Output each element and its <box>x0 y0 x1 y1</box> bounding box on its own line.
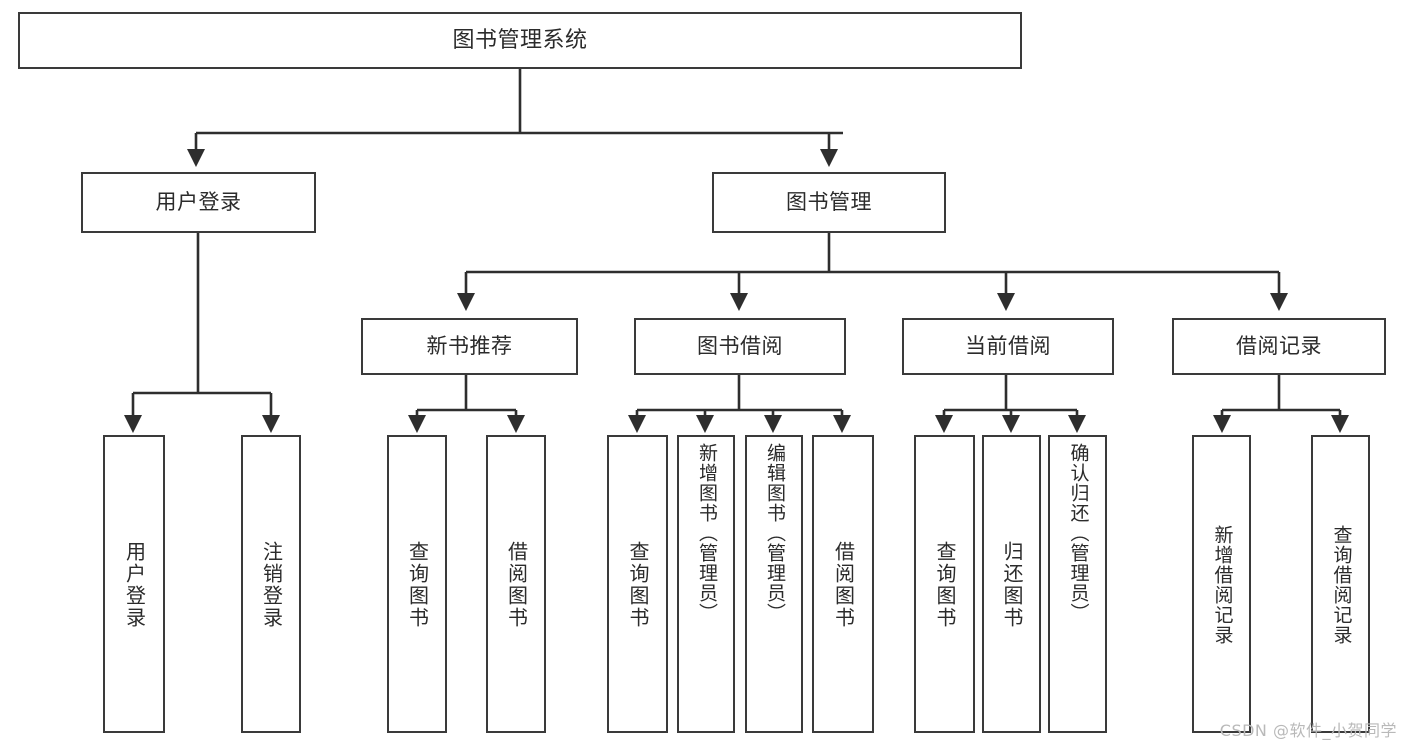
node-current-borrowing[interactable]: 当前借阅 <box>902 318 1114 375</box>
node-label: 编辑图书（管理员） <box>763 443 786 623</box>
node-label: 图书管理系统 <box>452 27 588 53</box>
node-book-borrowing[interactable]: 图书借阅 <box>634 318 846 375</box>
node-label: 查询图书 <box>405 541 430 629</box>
node-label: 注销登录 <box>259 541 284 629</box>
node-label: 用户登录 <box>155 190 242 215</box>
leaf-borrow-books[interactable]: 借阅图书 <box>812 435 874 733</box>
node-label: 借阅图书 <box>831 541 856 629</box>
node-label: 查询图书 <box>626 541 650 629</box>
node-label: 图书管理 <box>786 190 872 215</box>
leaf-return-books[interactable]: 归还图书 <box>982 435 1041 733</box>
watermark-text: CSDN @软件_小贺同学 <box>1219 721 1397 740</box>
node-label: 新增图书（管理员） <box>695 443 718 623</box>
node-label: 查询图书 <box>933 541 957 629</box>
node-borrowing-records[interactable]: 借阅记录 <box>1172 318 1386 375</box>
node-label: 归还图书 <box>1000 541 1024 629</box>
node-label: 新书推荐 <box>426 334 513 359</box>
node-label: 查询借阅记录 <box>1330 525 1353 645</box>
leaf-query-books-current[interactable]: 查询图书 <box>914 435 975 733</box>
leaf-user-login[interactable]: 用户登录 <box>103 435 165 733</box>
leaf-query-books-recommend[interactable]: 查询图书 <box>387 435 447 733</box>
node-label: 借阅图书 <box>504 541 529 629</box>
leaf-query-borrow-record[interactable]: 查询借阅记录 <box>1311 435 1370 733</box>
leaf-add-book-admin[interactable]: 新增图书（管理员） <box>677 435 735 733</box>
leaf-add-borrow-record[interactable]: 新增借阅记录 <box>1192 435 1251 733</box>
leaf-query-books-borrow[interactable]: 查询图书 <box>607 435 668 733</box>
leaf-confirm-return-admin[interactable]: 确认归还（管理员） <box>1048 435 1107 733</box>
node-root-system[interactable]: 图书管理系统 <box>18 12 1022 69</box>
leaf-edit-book-admin[interactable]: 编辑图书（管理员） <box>745 435 803 733</box>
node-label: 新增借阅记录 <box>1211 525 1234 645</box>
node-label: 当前借阅 <box>965 334 1051 359</box>
node-book-management[interactable]: 图书管理 <box>712 172 946 233</box>
node-new-book-recommendation[interactable]: 新书推荐 <box>361 318 578 375</box>
leaf-logout[interactable]: 注销登录 <box>241 435 301 733</box>
node-label: 用户登录 <box>122 541 147 629</box>
node-user-login[interactable]: 用户登录 <box>81 172 316 233</box>
node-label: 图书借阅 <box>697 334 783 359</box>
leaf-borrow-books-recommend[interactable]: 借阅图书 <box>486 435 546 733</box>
node-label: 确认归还（管理员） <box>1067 443 1090 623</box>
node-label: 借阅记录 <box>1236 334 1322 359</box>
